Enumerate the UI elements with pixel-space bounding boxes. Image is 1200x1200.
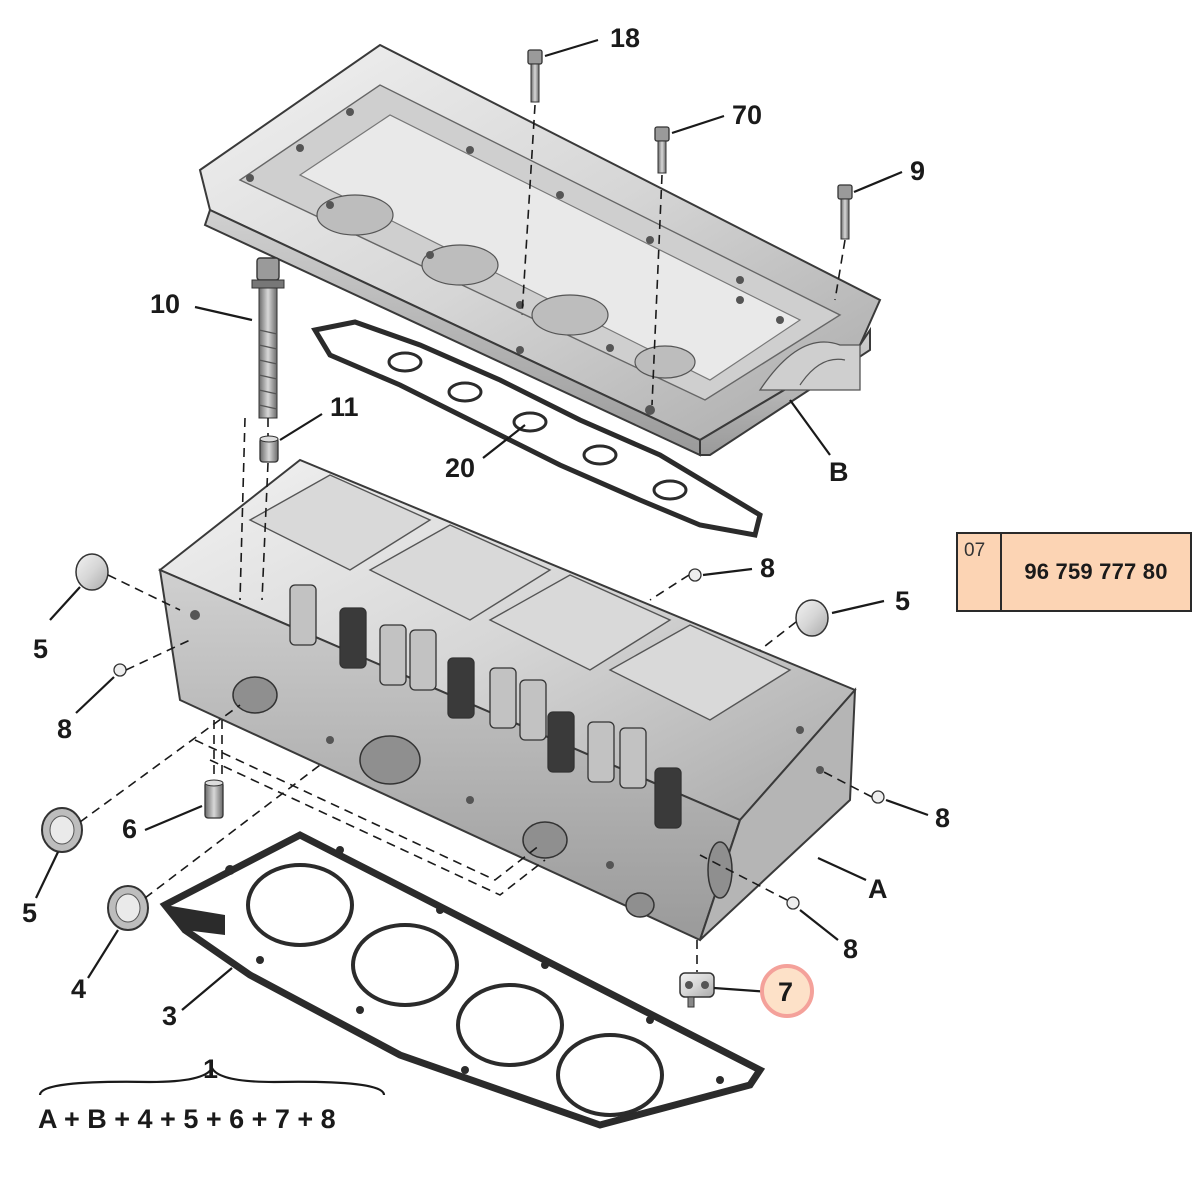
ball-8-right-low [786, 896, 800, 910]
callout-7: 7 [778, 977, 793, 1007]
bolt-10 [251, 257, 285, 419]
callout-18: 18 [610, 23, 640, 53]
callout-5-left-top: 5 [33, 634, 48, 664]
callout-B: B [829, 457, 849, 487]
callout-9: 9 [910, 156, 925, 186]
head-gasket [159, 831, 766, 1129]
seal-4 [107, 885, 149, 931]
plug-5-left-top [75, 553, 109, 591]
camshaft-carrier [198, 43, 882, 457]
sleeve-11 [259, 435, 279, 463]
bolt-70 [654, 126, 670, 174]
reference-part-number: 96 759 777 80 [1024, 559, 1168, 584]
carrier-gasket [311, 319, 763, 538]
callout-8-right-mid: 8 [935, 803, 950, 833]
callout-8-top: 8 [760, 553, 775, 583]
callout-8-left: 8 [57, 714, 72, 744]
valve-springs [289, 584, 682, 829]
assembly-lines [79, 104, 873, 972]
callout-70: 70 [732, 100, 762, 130]
bolt-18 [527, 49, 543, 103]
callout-labels: 18 70 9 10 11 20 B 8 5 5 8 8 6 A 5 8 4 7… [22, 23, 950, 1134]
plug-5-right [795, 599, 829, 637]
callout-4: 4 [71, 974, 86, 1004]
callout-5-right: 5 [895, 586, 910, 616]
callout-A: A [868, 874, 888, 904]
part-7 [679, 972, 715, 1008]
part-reference-box: 07 96 759 777 80 [956, 532, 1192, 612]
callout-5-left-bottom: 5 [22, 898, 37, 928]
callout-20: 20 [445, 453, 475, 483]
callout-6: 6 [122, 814, 137, 844]
ball-8-left [113, 663, 127, 677]
callout-1: 1 [203, 1054, 218, 1084]
leader-lines [35, 38, 929, 1096]
callout-3: 3 [162, 1001, 177, 1031]
seal-5-left-bottom [41, 807, 83, 853]
callout-8-right-low: 8 [843, 934, 858, 964]
ball-8-top [688, 568, 702, 582]
kit-formula: A + B + 4 + 5 + 6 + 7 + 8 [38, 1104, 336, 1134]
reference-code: 07 [958, 534, 1002, 610]
cylinder-head [158, 458, 857, 942]
highlight-7 [760, 964, 814, 1018]
ball-8-right-mid [871, 790, 885, 804]
callout-11: 11 [330, 392, 359, 422]
bolt-9 [837, 184, 853, 240]
callout-10: 10 [150, 289, 180, 319]
dowel-6 [204, 779, 224, 819]
